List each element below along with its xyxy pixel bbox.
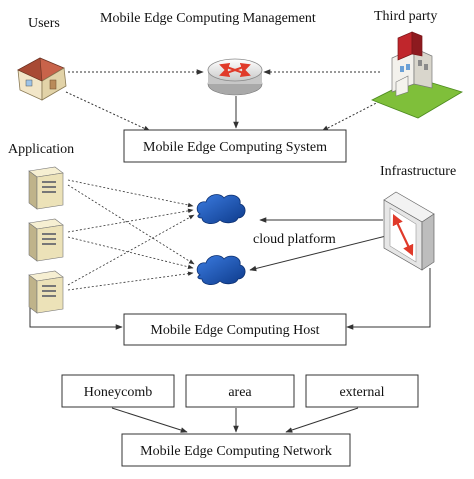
- host-connectors: [29, 268, 431, 330]
- host-box-label: Mobile Edge Computing Host: [150, 323, 319, 338]
- users-label: Users: [28, 16, 60, 31]
- server-icon: [28, 270, 64, 314]
- server-icon: [28, 218, 64, 262]
- system-box-label: Mobile Edge Computing System: [143, 140, 327, 155]
- cloud-icon: [196, 255, 246, 285]
- server-icon: [28, 166, 64, 210]
- system-box: Mobile Edge Computing System: [123, 129, 347, 163]
- network-connectors: [111, 407, 359, 433]
- network-box-label: Mobile Edge Computing Network: [140, 444, 332, 459]
- building-icon: [371, 31, 463, 119]
- cloud-icon: [196, 194, 246, 224]
- application-cloud-links: [67, 179, 195, 291]
- infrastructure-cloud-links: [249, 217, 387, 272]
- application-label: Application: [8, 142, 74, 157]
- network-box: Mobile Edge Computing Network: [121, 433, 351, 467]
- management-label: Mobile Edge Computing Management: [100, 11, 316, 26]
- area-box-label: area: [228, 385, 252, 400]
- third-party-label: Third party: [374, 9, 437, 24]
- switch-icon: [383, 191, 435, 271]
- house-icon: [17, 57, 67, 101]
- router-icon: [207, 58, 263, 96]
- infrastructure-label: Infrastructure: [380, 164, 456, 179]
- external-box-label: external: [339, 385, 384, 400]
- honeycomb-box: Honeycomb: [61, 374, 175, 408]
- honeycomb-box-label: Honeycomb: [84, 385, 152, 400]
- area-box: area: [185, 374, 295, 408]
- external-box: external: [305, 374, 419, 408]
- host-box: Mobile Edge Computing Host: [123, 313, 347, 346]
- cloud-platform-label: cloud platform: [253, 232, 336, 247]
